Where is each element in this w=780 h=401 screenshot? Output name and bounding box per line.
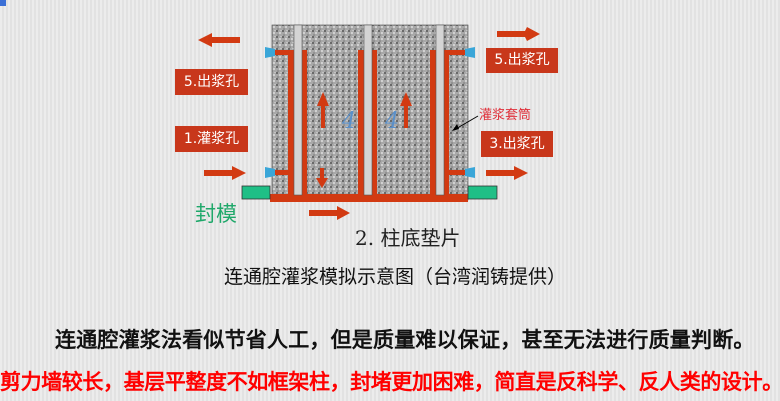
text-line-2: 剪力墙较长，基层平整度不如框架柱，封堵更加困难，简直是反科学、反人类的设计。 [0,370,780,394]
label-outlet-5-right: 5.出浆孔 [486,48,558,73]
arrow-right-icon [309,206,350,220]
arrow-up-icon [317,92,329,128]
arrow-right-icon [204,166,246,180]
arrow-right-icon [486,166,528,180]
grout-pipes [270,50,468,202]
label-outlet-5-left: 5.出浆孔 [175,69,248,95]
label-inlet-1: 1.灌浆孔 [175,126,248,152]
label-sleeve: 灌浆套筒 [479,108,532,123]
label-outlet-3: 3.出浆孔 [481,131,553,157]
arrow-down-icon [316,168,328,188]
label-seal: 封模 [195,202,237,226]
text-line-1: 连通腔灌浆法看似节省人工，但是质量难以保证，甚至无法进行质量判断。 [55,328,755,352]
arrow-left-icon [198,33,240,47]
arrow-up-icon [400,92,412,128]
flow-arrows [198,27,540,220]
corner-mark [0,0,6,6]
grouting-diagram: 4 4 [0,0,540,220]
seal-block-left [241,185,271,200]
nozzle-icons [265,47,475,178]
marker-4-left: 4 [341,109,356,134]
diagram-caption: 连通腔灌浆模拟示意图（台湾润铸提供） [223,266,566,288]
arrow-right-icon [497,27,540,41]
rebars [293,24,445,196]
seal-block-right [467,185,498,200]
label-shim: 2. 柱底垫片 [355,226,461,250]
marker-4-right: 4 [384,109,399,134]
